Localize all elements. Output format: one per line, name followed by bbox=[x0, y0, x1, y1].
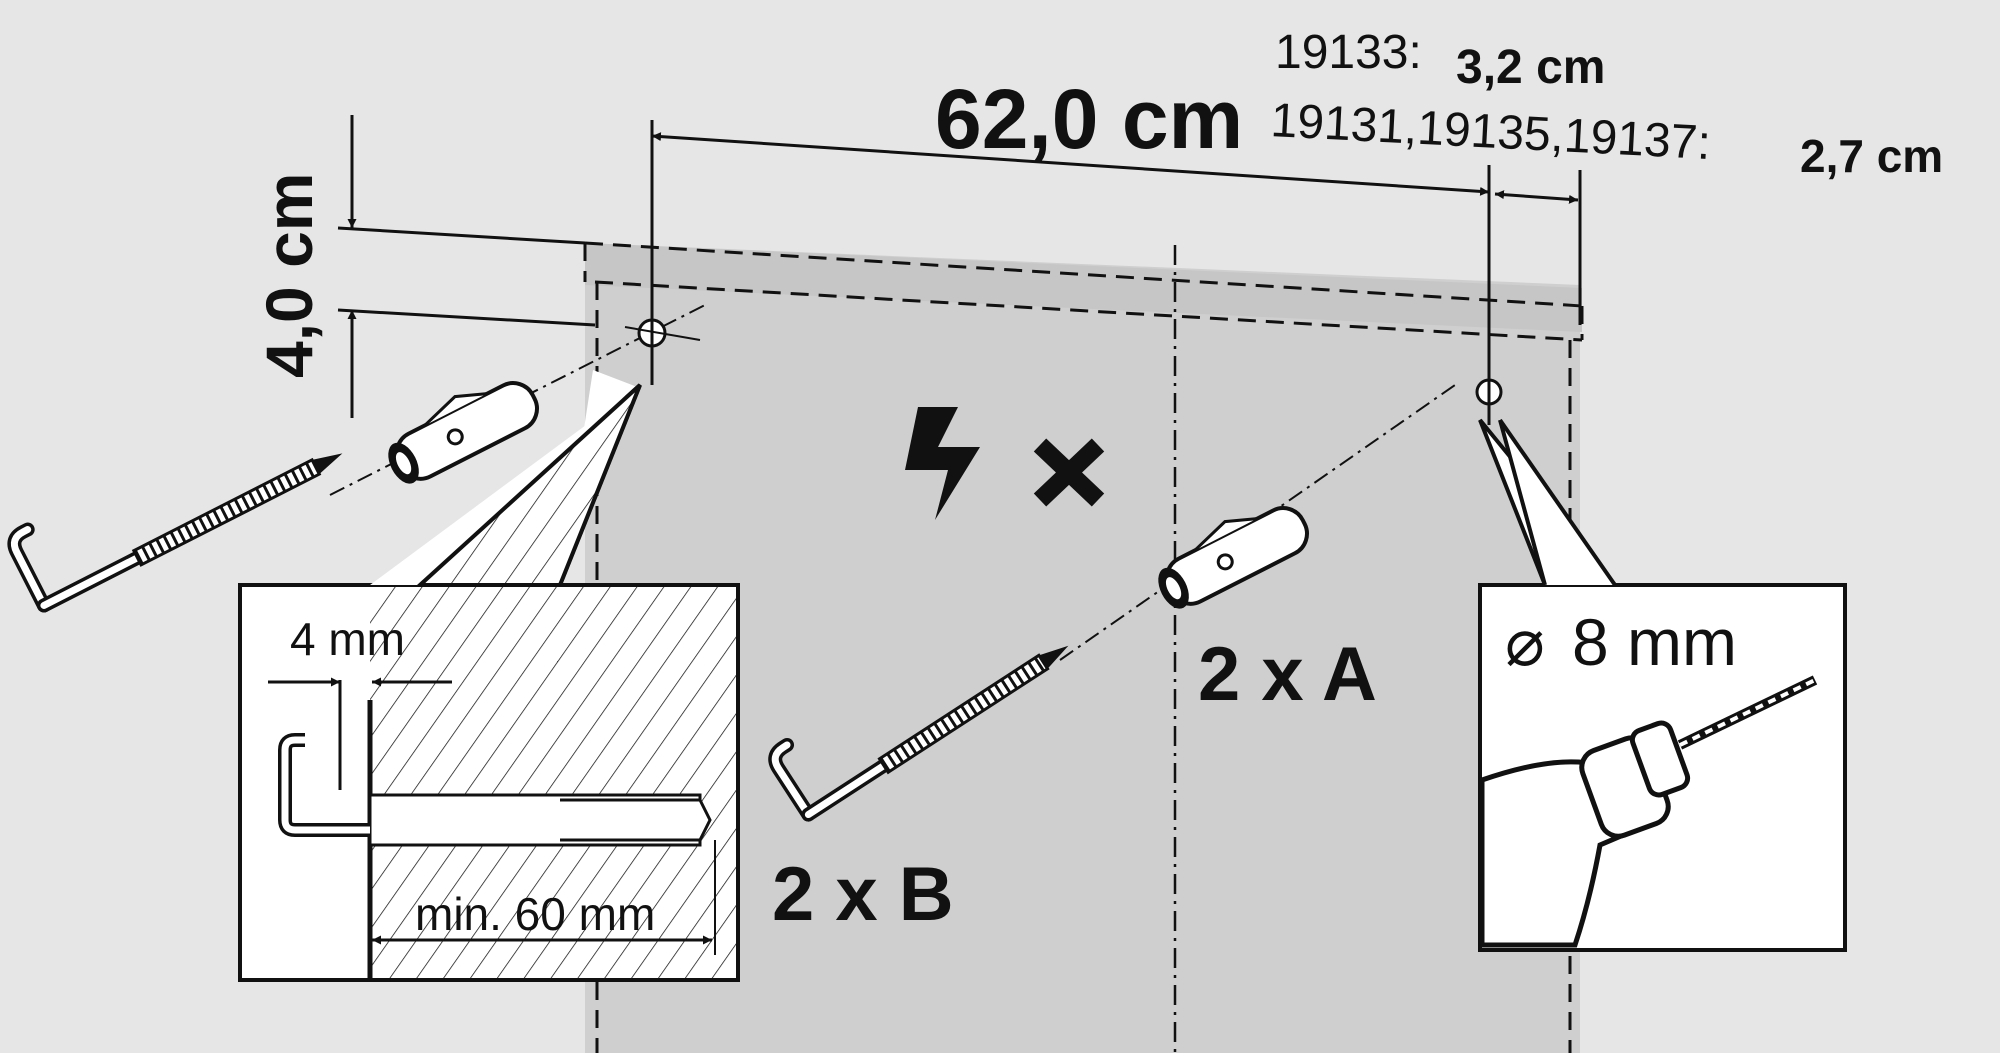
drill-diameter-label: 8 mm bbox=[1572, 605, 1737, 679]
wall-panel bbox=[585, 243, 1582, 1053]
hole-spacing-dimension: 62,0 cm bbox=[651, 72, 1490, 196]
power-drill-icon bbox=[1479, 675, 1818, 948]
offset-model-2-code: 19131,19135,19137: bbox=[1269, 94, 1712, 170]
offset-dimension: 19133: 3,2 cm 19131,19135,19137: 2,7 cm bbox=[1269, 26, 1943, 204]
lightning-bolt-icon bbox=[905, 407, 980, 520]
wall-section-inset: 4 mm min. 60 mm bbox=[238, 370, 740, 982]
screw-hook-center bbox=[768, 645, 1069, 822]
screw-hook-left bbox=[7, 453, 343, 613]
quantity-b-label: 2 x B bbox=[772, 852, 954, 937]
drill-inset: ⌀ 8 mm bbox=[1478, 418, 1847, 952]
cross-icon bbox=[1033, 438, 1105, 507]
quantity-a-label: 2 x A bbox=[1198, 632, 1377, 717]
offset-model-1-value: 3,2 cm bbox=[1456, 41, 1605, 94]
diameter-symbol: ⌀ bbox=[1505, 605, 1545, 679]
offset-model-1-code: 19133: bbox=[1275, 26, 1422, 79]
hole-spacing-label: 62,0 cm bbox=[935, 72, 1243, 166]
depth-label: min. 60 mm bbox=[415, 888, 655, 940]
vertical-offset-dimension: 4,0 cm bbox=[252, 115, 357, 418]
wall-plug-left bbox=[388, 381, 539, 484]
offset-model-2-value: 2,7 cm bbox=[1800, 130, 1943, 182]
vertical-offset-label: 4,0 cm bbox=[252, 173, 326, 378]
wall-plug-center bbox=[1158, 506, 1309, 609]
gap-label: 4 mm bbox=[290, 613, 405, 665]
